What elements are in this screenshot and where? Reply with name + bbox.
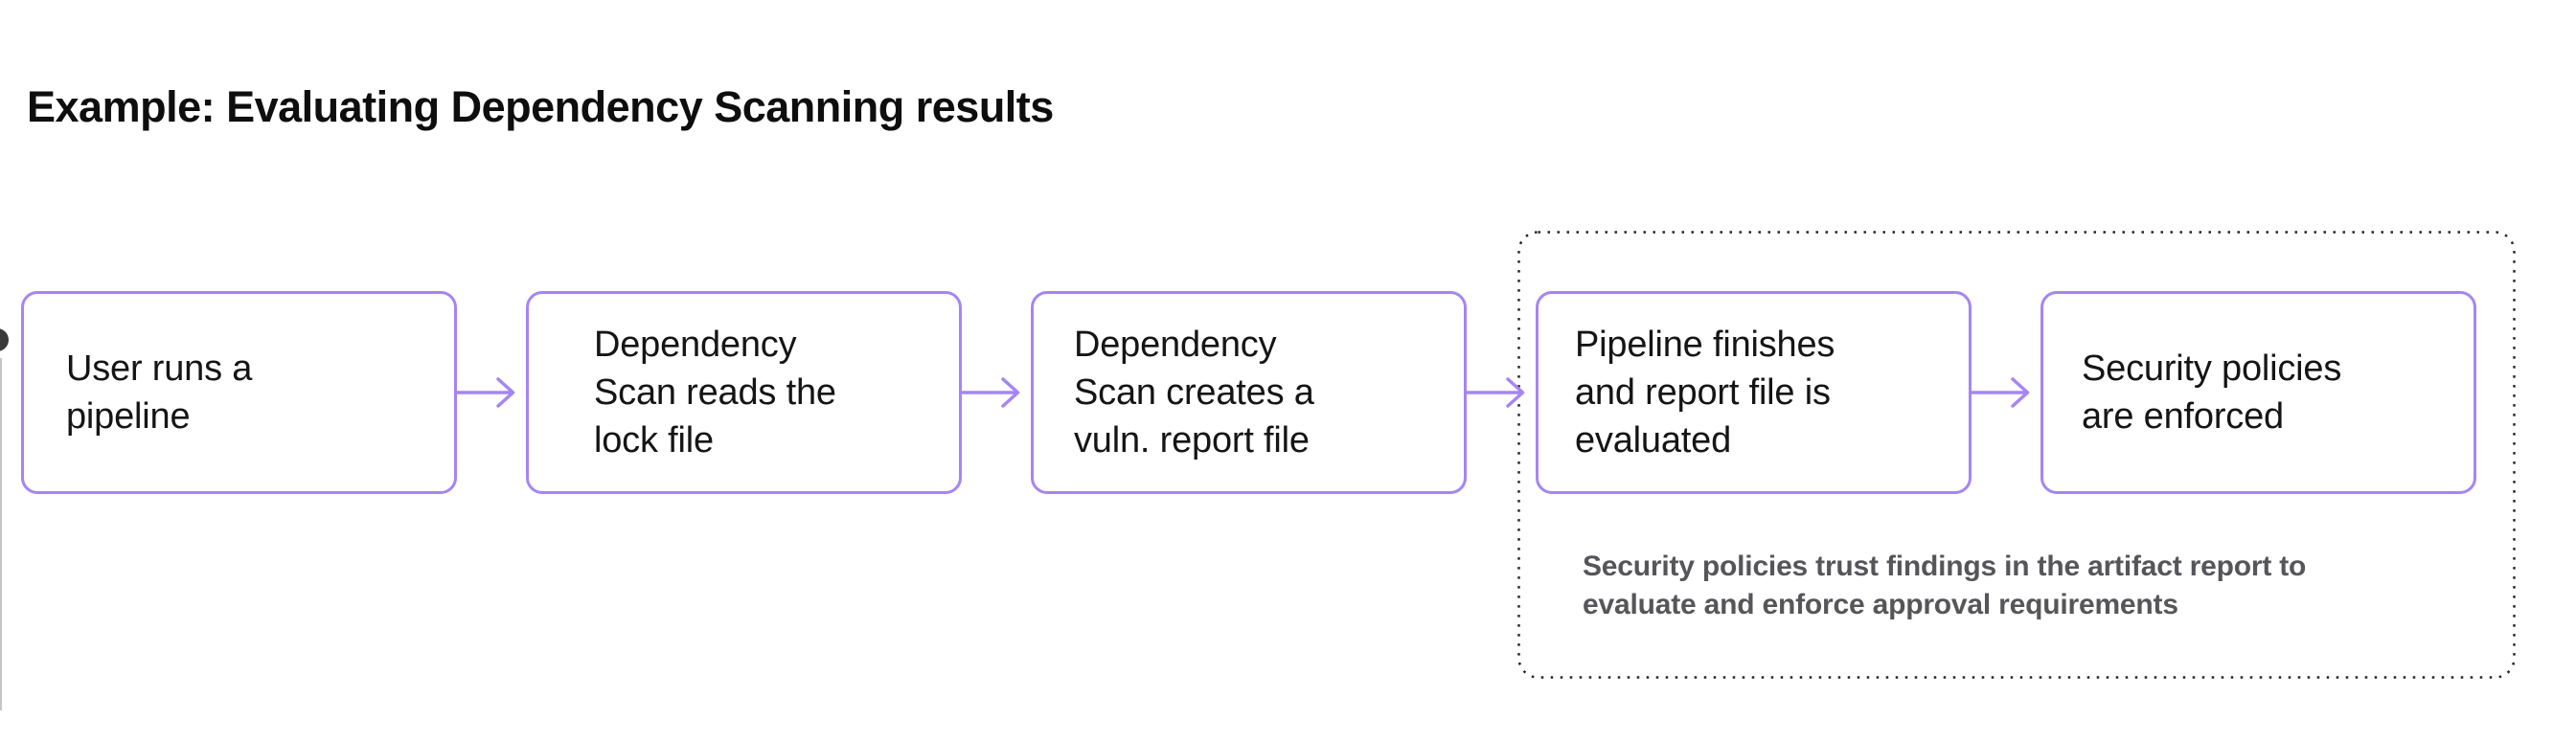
cropped-pin-icon: [0, 328, 9, 351]
flow-box-label: Dependency Scan creates a vuln. report f…: [1074, 325, 1314, 461]
flow-box-pipeline-finishes: Pipeline finishes and report file is eva…: [1536, 291, 1972, 494]
cropped-edge-line: [0, 358, 2, 710]
flow-box-label: User runs a pipeline: [66, 349, 253, 437]
flow-box-policies-enforced: Security policies are enforced: [2040, 291, 2476, 494]
flow-box-label: Pipeline finishes and report file is eva…: [1575, 325, 1835, 461]
flow-box-user-runs-pipeline: User runs a pipeline: [21, 291, 457, 494]
arrow-right-icon: [1467, 377, 1525, 408]
flow-box-label: Security policies are enforced: [2082, 349, 2342, 437]
arrow-right-icon: [1972, 377, 2030, 408]
diagram-title: Example: Evaluating Dependency Scanning …: [27, 82, 1054, 131]
flow-box-label: Dependency Scan reads the lock file: [594, 325, 836, 461]
arrow-right-icon: [962, 377, 1020, 408]
arrow-right-icon: [457, 377, 515, 408]
policy-evaluation-caption: Security policies trust findings in the …: [1583, 551, 2307, 620]
flow-box-scan-creates-report: Dependency Scan creates a vuln. report f…: [1031, 291, 1467, 494]
flow-box-scan-reads-lock-file: Dependency Scan reads the lock file: [526, 291, 962, 494]
